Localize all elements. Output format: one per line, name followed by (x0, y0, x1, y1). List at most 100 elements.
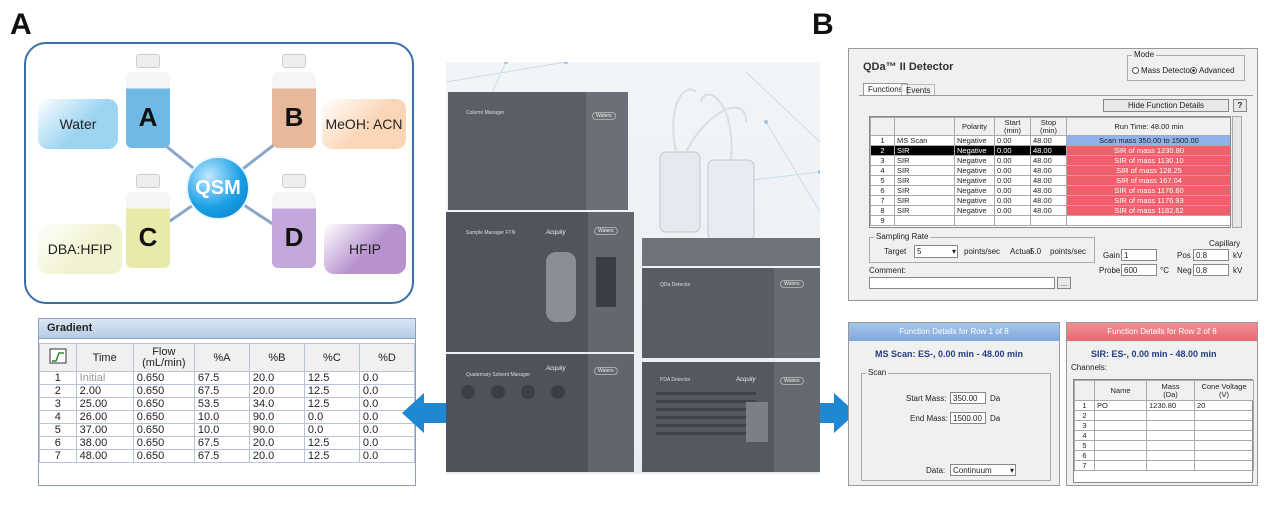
start-mass-input[interactable]: 350.00 (950, 392, 986, 404)
ch-col-name[interactable]: Name (1094, 380, 1147, 401)
function-list-scrollbar[interactable] (1232, 116, 1242, 228)
fn-col-polarity[interactable]: Polarity (954, 117, 995, 136)
tab-events[interactable]: Events (901, 84, 936, 96)
gradient-row-cell: 12.5 (303, 397, 360, 411)
radio-selected-icon (1190, 67, 1197, 74)
mode-option-advanced[interactable]: Advanced (1190, 66, 1235, 75)
function-details-row1: Function Details for Row 1 of 8 MS Scan:… (848, 322, 1060, 486)
function-row-cell: 0.00 (994, 165, 1031, 176)
radio-icon (1132, 67, 1139, 74)
start-mass-unit: Da (990, 394, 1001, 403)
fn-col-runtime[interactable]: Run Time: 48.00 min (1066, 117, 1230, 136)
arrow-right-shaft (820, 403, 834, 423)
target-select[interactable]: 5▾ (914, 245, 958, 258)
col-flow[interactable]: Flow (mL/min) (132, 343, 195, 372)
col-time[interactable]: Time (75, 343, 134, 372)
tab-functions[interactable]: Functions (863, 83, 908, 95)
fn-col-start[interactable]: Start (min) (994, 117, 1031, 136)
col-b[interactable]: %B (248, 343, 305, 372)
function-row-cell: 48.00 (1030, 155, 1067, 166)
instrument-illustration (445, 60, 822, 472)
waters-badge-3: Waters (594, 367, 618, 375)
function-row-cell: 8 (870, 205, 895, 216)
fn-col-type[interactable] (894, 117, 955, 136)
fd1-subtitle: MS Scan: ES-, 0.00 min - 48.00 min (875, 349, 1024, 359)
bottle-cap-c (136, 174, 160, 188)
module-label-column-manager: Column Manager (466, 110, 505, 116)
channel-row-cell (1094, 460, 1147, 471)
solvent-dba-hfip: DBA:HFIP (38, 224, 122, 274)
mode-option-mass-detector[interactable]: Mass Detector (1132, 66, 1193, 75)
comment-browse-button[interactable]: ... (1057, 277, 1071, 289)
waters-badge-4: Waters (780, 280, 804, 288)
comment-input[interactable] (869, 277, 1055, 289)
solvent-dba-hfip-label: DBA:HFIP (47, 241, 113, 257)
bottle-b: B (272, 72, 316, 148)
channel-row[interactable]: 2 (1074, 410, 1254, 421)
waters-badge-1: Waters (592, 112, 616, 120)
ch-col-mass[interactable]: Mass (Da) (1146, 380, 1195, 401)
data-select[interactable]: Continuum▾ (950, 464, 1016, 476)
ch-col-num[interactable] (1074, 380, 1095, 401)
fn-col-num[interactable] (870, 117, 895, 136)
col-c[interactable]: %C (303, 343, 360, 372)
hide-function-details-button[interactable]: Hide Function Details (1103, 99, 1229, 112)
channel-row[interactable]: 4 (1074, 430, 1254, 441)
channel-row[interactable]: 6 (1074, 450, 1254, 461)
function-row-cell: SIR (894, 205, 955, 216)
end-mass-label: End Mass: (910, 414, 948, 423)
gradient-window: Gradient Time Flow (mL/min) %A %B %C %D … (38, 318, 416, 486)
function-row-cell: 48.00 (1030, 175, 1067, 186)
function-row-cell: 1 (870, 135, 895, 146)
function-row-cell: SIR of mass 1176.93 (1066, 195, 1230, 206)
channel-row-cell: PO (1094, 400, 1147, 411)
gain-input[interactable]: 1 (1121, 249, 1157, 261)
pos-input[interactable]: 0.8 (1193, 249, 1229, 261)
function-row-cell: 3 (870, 155, 895, 166)
col-d[interactable]: %D (358, 343, 416, 372)
mode-option-advanced-label: Advanced (1199, 66, 1235, 75)
probe-input[interactable]: 600 (1121, 264, 1157, 276)
gradient-row-cell: 67.5 (193, 384, 250, 398)
arrow-left (402, 393, 424, 433)
qsm-hub-label: QSM (195, 176, 241, 199)
channel-row[interactable]: 7 (1074, 460, 1254, 471)
target-label: Target (884, 247, 907, 256)
sampling-rate-label: Sampling Rate (874, 232, 931, 241)
col-a[interactable]: %A (193, 343, 250, 372)
function-row-cell: 48.00 (1030, 185, 1067, 196)
gradient-chart-icon[interactable] (39, 343, 77, 372)
channel-row[interactable]: 5 (1074, 440, 1254, 451)
fd1-scan-label: Scan (866, 368, 889, 377)
waters-badge-2: Waters (594, 227, 618, 235)
function-row-cell: Negative (954, 185, 995, 196)
channel-row[interactable]: 3 (1074, 420, 1254, 431)
end-mass-input[interactable]: 1500.00 (950, 412, 986, 424)
fn-col-stop[interactable]: Stop (min) (1030, 117, 1067, 136)
neg-input[interactable]: 0.8 (1193, 264, 1229, 276)
function-row-cell (1030, 215, 1067, 226)
ch-col-cone[interactable]: Cone Voltage (V) (1194, 380, 1254, 401)
panel-label-a: A (10, 8, 32, 41)
function-row[interactable]: 9 (870, 215, 1230, 226)
gradient-row-cell: 12.5 (303, 449, 360, 463)
help-button[interactable]: ? (1233, 99, 1247, 112)
function-row-cell: 48.00 (1030, 135, 1067, 146)
function-row-cell: SIR of mass 1130.10 (1066, 155, 1230, 166)
